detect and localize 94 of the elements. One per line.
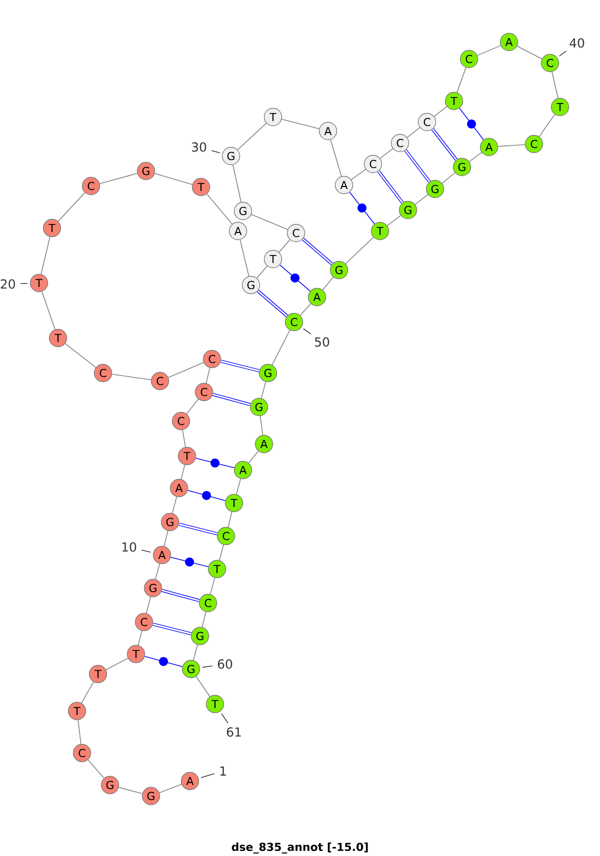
backbone-line <box>272 330 290 366</box>
backbone-line <box>278 239 290 253</box>
backbone-line <box>182 430 186 448</box>
base-pair-line <box>349 192 375 224</box>
backbone-line <box>442 172 456 184</box>
backbone-line <box>206 194 233 224</box>
backbone-line <box>42 291 56 330</box>
backbone-line <box>350 168 366 180</box>
backbone-line <box>202 611 206 628</box>
backbone-line <box>468 152 482 162</box>
leader-line <box>211 150 220 154</box>
backbone-line <box>210 577 216 595</box>
backbone-line <box>78 720 82 744</box>
base-pair-line <box>212 392 251 406</box>
backbone-line <box>168 362 204 378</box>
backbone-line <box>118 786 143 794</box>
backbone-line <box>434 106 448 117</box>
position-number: 40 <box>570 38 584 48</box>
leader-line <box>202 665 213 668</box>
backbone-line <box>380 148 394 159</box>
backbone-line <box>196 676 210 697</box>
backbone-line <box>386 215 402 226</box>
base-pair-line <box>178 522 218 536</box>
backbone-line <box>248 450 259 464</box>
backbone-line <box>40 236 50 275</box>
backbone-line <box>138 630 142 646</box>
backbone-line <box>538 114 556 137</box>
backbone-line <box>193 644 198 661</box>
backbone-line <box>219 544 224 561</box>
base-pair-line <box>431 128 458 161</box>
position-number: 60 <box>218 659 232 669</box>
backbone-line <box>456 67 466 93</box>
base-pair-line <box>459 108 484 140</box>
position-number: 50 <box>315 337 330 347</box>
backbone-line <box>240 239 250 277</box>
backbone-line <box>112 374 152 380</box>
position-number: 1 <box>220 766 226 776</box>
backbone-line <box>322 276 334 290</box>
backbone-line <box>58 192 86 222</box>
base-pair-line <box>170 556 209 568</box>
leader-line <box>141 550 152 553</box>
backbone-line <box>237 122 267 150</box>
backbone-line <box>88 759 104 779</box>
position-number: 20 <box>0 279 15 289</box>
backbone-line <box>260 416 264 436</box>
backbone-line <box>236 478 242 495</box>
base-pair-line <box>280 264 311 292</box>
base-pair-line <box>377 170 404 204</box>
backbone-line <box>552 71 558 99</box>
position-number: 30 <box>192 142 206 152</box>
backbone-line <box>281 118 320 130</box>
base-pair-line <box>195 458 235 468</box>
leader-line <box>221 713 228 724</box>
backbone-line <box>206 367 210 384</box>
position-number: 61 <box>226 727 241 737</box>
backbone-line <box>345 236 374 264</box>
backbone-line <box>516 46 542 60</box>
backbone-line <box>300 303 312 316</box>
backbone-line <box>251 214 288 230</box>
base-pair-line <box>187 490 226 501</box>
backbone-line <box>99 173 138 184</box>
backbone-line <box>406 127 420 138</box>
position-number: 10 <box>122 542 136 552</box>
backbone-line <box>498 144 526 147</box>
base-pair-line <box>152 622 192 636</box>
backbone-line <box>232 164 242 203</box>
base-pair-line <box>256 290 288 318</box>
backbone-line <box>159 784 182 794</box>
backbone-line <box>260 381 266 399</box>
backbone-line <box>414 194 428 205</box>
backbone-line <box>180 464 186 480</box>
base-pair-line <box>404 149 431 183</box>
backbone-line <box>155 563 160 580</box>
backbone-line <box>228 511 232 528</box>
leader-line <box>200 773 215 778</box>
base-pair-line <box>161 588 200 602</box>
backbone-line <box>64 343 96 368</box>
leader-line <box>20 282 28 284</box>
leader-line <box>303 328 312 334</box>
leader-line <box>558 50 567 56</box>
base-pair-line <box>144 656 183 667</box>
backbone-line <box>330 139 342 177</box>
backbone-line <box>476 45 502 56</box>
backbone-line <box>164 530 168 547</box>
backbone-line <box>172 496 178 514</box>
backbone-line <box>146 596 152 614</box>
backbone-line <box>154 173 193 185</box>
backbone-line <box>106 658 128 670</box>
backbone-line <box>81 682 94 704</box>
base-pair-line <box>220 360 260 372</box>
backbone-line <box>186 398 199 414</box>
caption: dse_835_annot [-15.0] <box>232 842 368 854</box>
backbone-line <box>256 266 268 278</box>
base-pair-line <box>302 238 334 266</box>
